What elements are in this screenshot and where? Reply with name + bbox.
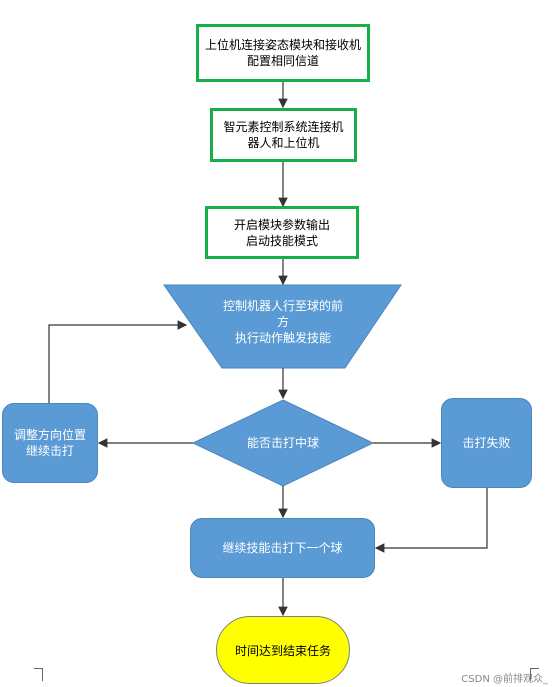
step-next-ball: 继续技能击打下一个球 — [190, 518, 375, 578]
step-hit-failed: 击打失败 — [441, 398, 532, 488]
step-connect-modules-line1: 上位机连接姿态模块和接收机 — [204, 38, 361, 52]
step-connect-robot-line1: 智元素控制系统连接机 — [223, 120, 344, 134]
step-connect-modules-line2: 配置相同信道 — [246, 54, 319, 68]
step-hit-failed-label: 击打失败 — [462, 436, 511, 450]
decision-label: 能否击打中球 — [246, 436, 319, 450]
step-enable-output: 开启模块参数输出 启动技能模式 — [205, 206, 359, 259]
arrow-right-next — [374, 488, 488, 553]
step-connect-robot: 智元素控制系统连接机 器人和上位机 — [210, 108, 357, 162]
page-corner-bottom-right — [530, 668, 539, 681]
step-enable-output-line1: 开启模块参数输出 — [233, 217, 330, 232]
step-enable-output-line2: 启动技能模式 — [245, 233, 318, 248]
step-next-ball-label: 继续技能击打下一个球 — [222, 541, 343, 555]
step-connect-modules: 上位机连接姿态模块和接收机 配置相同信道 — [196, 24, 370, 82]
end-terminal: 时间达到结束任务 — [216, 616, 350, 684]
step-adjust-direction-line2: 继续击打 — [25, 444, 74, 458]
step-connect-robot-line2: 器人和上位机 — [247, 136, 320, 150]
arrow-left-loop — [48, 320, 188, 403]
trapezoid-label: 控制机器人行至球的前 方 执行动作触发技能 — [214, 292, 352, 352]
page-corner-bottom-left — [34, 668, 43, 681]
trapezoid-label-line3: 执行动作触发技能 — [234, 331, 331, 345]
step-adjust-direction: 调整方向位置 继续击打 — [2, 403, 98, 483]
end-terminal-label: 时间达到结束任务 — [234, 643, 331, 658]
action-trapezoid — [163, 284, 402, 369]
trapezoid-label-line1: 控制机器人行至球的前 — [222, 299, 343, 313]
step-adjust-direction-line1: 调整方向位置 — [13, 428, 86, 442]
watermark: CSDN @前排观众_ — [461, 674, 548, 685]
trapezoid-label-line2: 方 — [276, 315, 289, 329]
